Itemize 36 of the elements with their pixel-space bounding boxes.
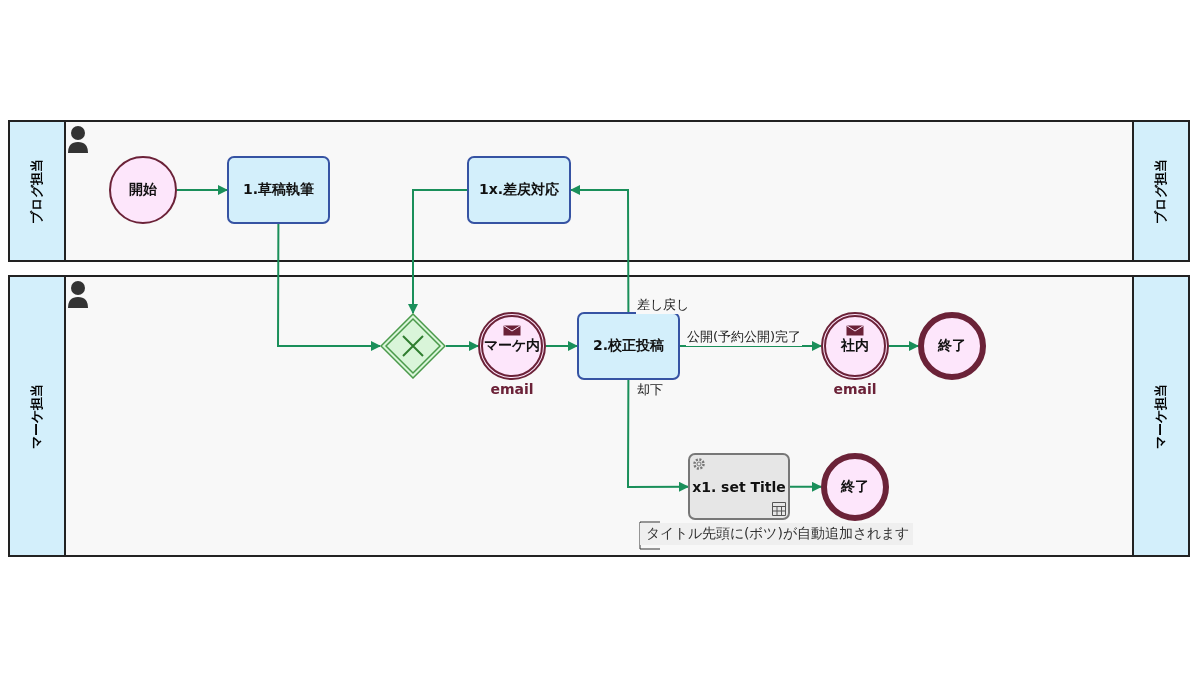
event-label: 終了 (938, 337, 966, 355)
service-task-box (688, 453, 790, 520)
gateway-diamond (380, 313, 446, 379)
event-label: 開始 (129, 181, 157, 199)
arrow (627, 379, 689, 492)
event-label: 終了 (841, 478, 869, 496)
event-type-label: email (832, 381, 878, 397)
arrow (176, 185, 228, 195)
task-label: 1x.差戻対応 (478, 181, 560, 199)
annotation-text: タイトル先頭に(ボツ)が自動追加されます (640, 523, 913, 545)
swimlane (8, 275, 1190, 557)
arrow (277, 223, 381, 351)
arrow (445, 341, 479, 351)
arrow (545, 341, 578, 351)
task-box (227, 156, 330, 224)
arrow (570, 185, 630, 313)
event-label: マーケ内 (484, 337, 540, 355)
lane-label: マーケ担当 (28, 383, 45, 449)
edge-label: 却下 (636, 381, 664, 399)
arrow (408, 189, 468, 314)
edge-label: 差し戻し (636, 296, 690, 314)
task-box (577, 312, 680, 380)
lane-label: ブログ担当 (28, 158, 45, 224)
task-box (467, 156, 571, 224)
task-label: x1. set Title (692, 478, 786, 495)
event-label: 社内 (841, 337, 869, 355)
arrow (888, 341, 919, 351)
lane-label: マーケ担当 (1152, 383, 1169, 449)
task-label: 2.校正投稿 (592, 337, 665, 355)
task-label: 1.草稿執筆 (242, 181, 315, 199)
arrow (679, 341, 822, 351)
event-type-label: email (489, 381, 535, 397)
edge-label: 公開(予約公開)完了 (686, 328, 803, 346)
lane-label: ブログ担当 (1152, 158, 1169, 224)
swimlane (8, 120, 1190, 262)
arrow (789, 481, 822, 492)
